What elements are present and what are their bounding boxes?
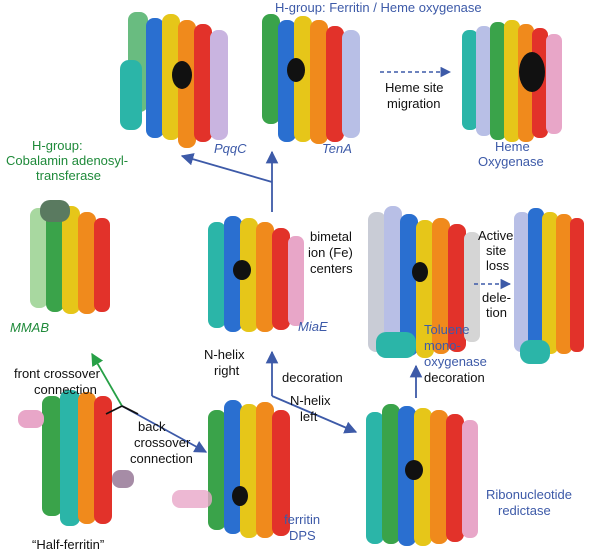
bimetal-label-3: centers: [310, 261, 353, 276]
front-crossover-label-1: front crossover: [14, 366, 101, 381]
half-ferritin-structure: [18, 390, 134, 526]
ferritin-label-2: DPS: [289, 528, 316, 543]
miae-label: MiaE: [298, 319, 328, 334]
h-group-cobalamin-label-1: H-group:: [32, 138, 83, 153]
nhelix-right-label-1: N-helix: [204, 347, 245, 362]
ferritin-dps-structure: [172, 400, 290, 538]
toluene-monooxygenase-structure: [368, 206, 480, 358]
toluene-label-3: oxygenase: [424, 354, 487, 369]
nhelix-left-label-2: left: [300, 409, 318, 424]
heme-oxygenase-label-2: Oxygenase: [478, 154, 544, 169]
back-crossover-label-3: connection: [130, 451, 193, 466]
crossover-junction-right: [121, 405, 139, 415]
ferritin-label-1: ferritin: [284, 512, 320, 527]
h-group-cobalamin-label-2: Cobalamin adenosyl-: [6, 153, 128, 168]
heme-oxygenase-label-1: Heme: [495, 139, 530, 154]
nhelix-left-label-1: N-helix: [290, 393, 331, 408]
active-site-label-3: loss: [486, 258, 510, 273]
nhelix-right-label-2: right: [214, 363, 240, 378]
back-crossover-label-1: back: [138, 419, 166, 434]
decoration-label-center: decoration: [282, 370, 343, 385]
tena-label: TenA: [322, 141, 352, 156]
mmab-structure: [30, 200, 110, 314]
mmab-label: MMAB: [10, 320, 49, 335]
ribonucleotide-reductase-structure: [366, 404, 478, 546]
miae-structure: [208, 216, 304, 332]
arrows: [91, 66, 512, 453]
back-crossover-label-2: crossover: [134, 435, 191, 450]
h-group-cobalamin-label-3: transferase: [36, 168, 101, 183]
half-ferritin-label: “Half-ferritin”: [32, 537, 104, 552]
bimetal-label-1: bimetal: [310, 229, 352, 244]
nhelix-left-arrow: [271, 395, 358, 434]
deletion-label-2: tion: [486, 305, 507, 320]
to-pqqc-arrow: [180, 153, 273, 183]
h-group-ferritin-label: H-group: Ferritin / Heme oxygenase: [275, 0, 482, 15]
decoration-label-right: decoration: [424, 370, 485, 385]
heme-site-label-1: Heme site: [385, 80, 444, 95]
toluene-label-2: mono-: [424, 338, 461, 353]
active-site-label-1: Active: [478, 228, 513, 243]
heme-oxygenase-structure: [462, 20, 562, 142]
labels: H-group: Ferritin / Heme oxygenase PqqC …: [6, 0, 572, 552]
front-crossover-arrow: [91, 352, 123, 407]
ribonucleotide-label-1: Ribonucleotide: [486, 487, 572, 502]
tena-structure: [262, 14, 360, 144]
crossover-junction-left: [105, 405, 123, 415]
heme-site-label-2: migration: [387, 96, 440, 111]
pqqc-label: PqqC: [214, 141, 247, 156]
deletion-label-1: dele-: [482, 290, 511, 305]
pqqc-structure: [120, 12, 228, 148]
front-crossover-label-2: connection: [34, 382, 97, 397]
active-site-label-2: site: [486, 243, 506, 258]
bimetal-label-2: ion (Fe): [308, 245, 353, 260]
toluene-label-1: Toluene: [424, 322, 470, 337]
deletion-product-structure: [514, 208, 584, 364]
ribonucleotide-label-2: redictase: [498, 503, 551, 518]
